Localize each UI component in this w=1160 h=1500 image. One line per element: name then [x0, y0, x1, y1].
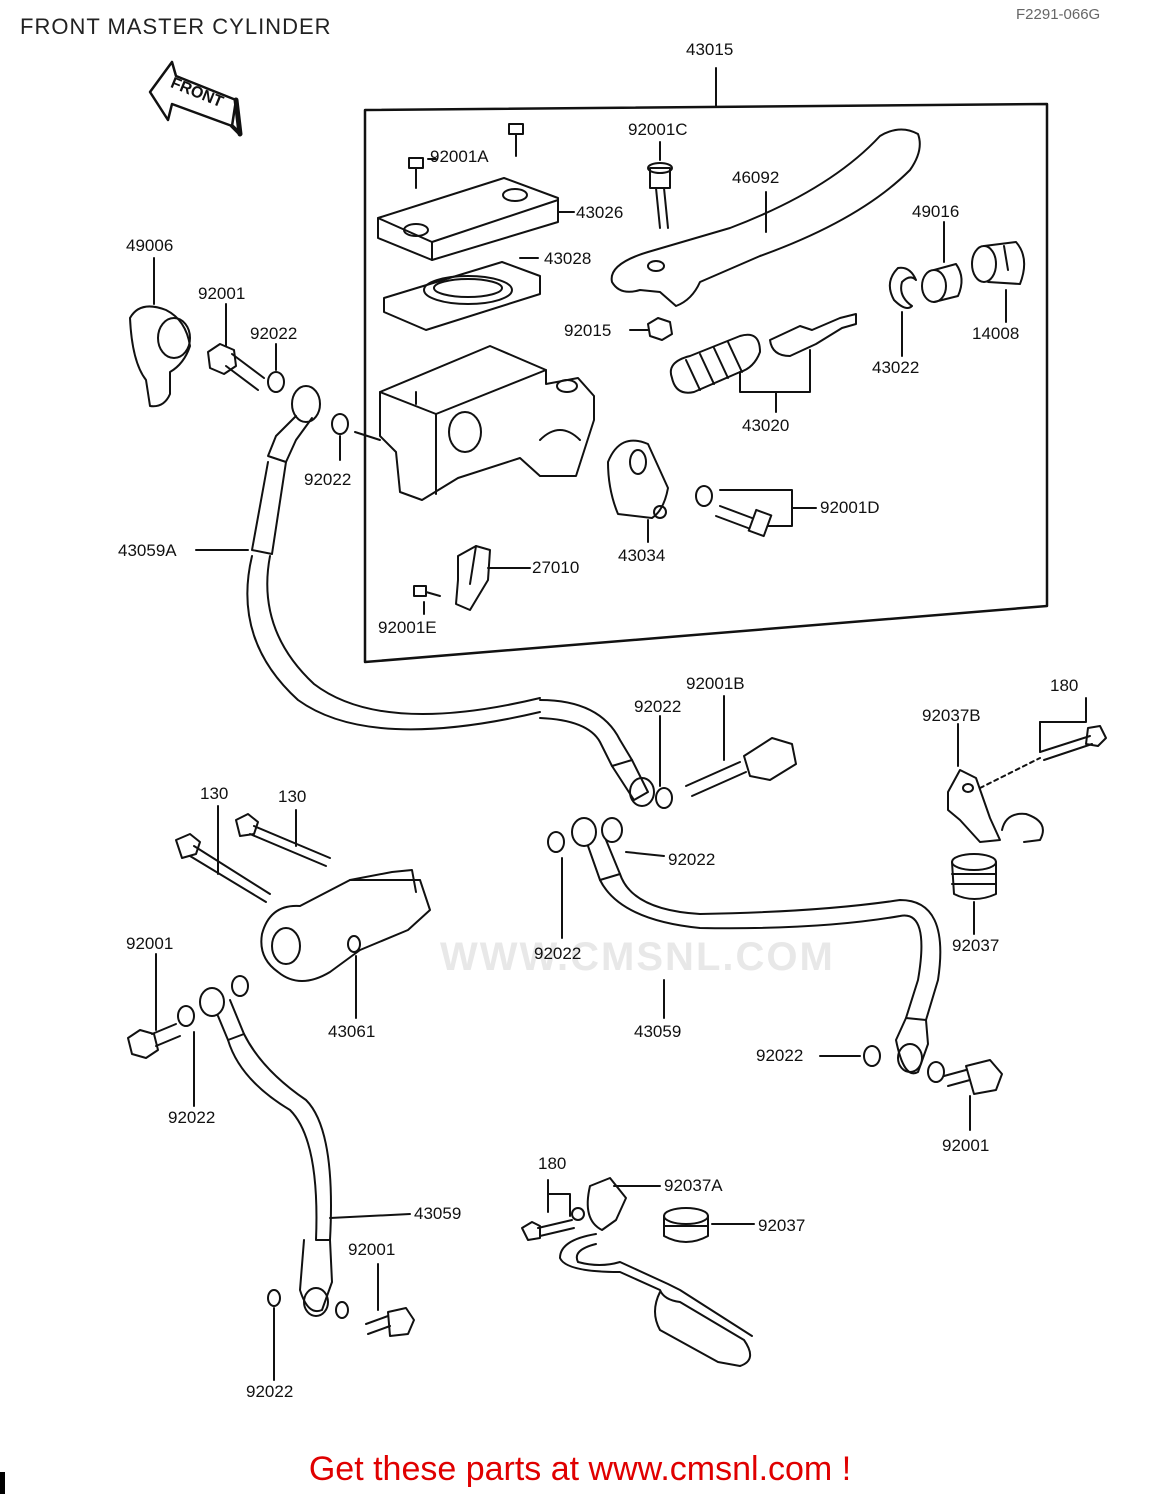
- callout-92022-e: 92022: [534, 944, 582, 963]
- callout-43015: 43015: [686, 40, 734, 59]
- assembly-box: [363, 67, 1049, 664]
- grommet-92037-b-icon: [663, 1207, 709, 1243]
- callout-49006: 49006: [126, 236, 174, 255]
- nut-92015-icon: [647, 317, 673, 341]
- callout-92001-right: 92001: [942, 1136, 990, 1155]
- callout-14008: 14008: [972, 324, 1020, 343]
- callout-92022-h: 92022: [246, 1382, 294, 1401]
- callout-180-b: 180: [538, 1154, 567, 1173]
- diagram-code: F2291-066G: [1016, 6, 1101, 23]
- clip-43022-icon: [888, 266, 917, 309]
- spring-piston-icon: [669, 313, 857, 394]
- callout-92022-b: 92022: [304, 470, 352, 489]
- banjo-bolt-bottom-icon: [365, 1307, 415, 1337]
- callout-43034: 43034: [618, 546, 666, 565]
- bolt-92001c-icon: [647, 162, 673, 229]
- master-cylinder-body-icon: [379, 345, 595, 501]
- bolt-130-a-icon: [175, 833, 271, 903]
- callout-43059-a: 43059: [634, 1022, 682, 1041]
- bolt-130-b-icon: [235, 813, 331, 867]
- callout-180-a: 180: [1050, 676, 1079, 695]
- cover-49006-icon: [129, 305, 191, 408]
- banjo-bolt-92001b-icon: [655, 737, 797, 809]
- front-arrow-icon: FRONT: [148, 60, 243, 137]
- clamp-43034-icon: [607, 439, 669, 519]
- banjo-bolt-top-icon: [207, 343, 265, 391]
- diaphragm-icon: [383, 261, 541, 331]
- washer-top-b-icon: [331, 413, 349, 435]
- callout-46092: 46092: [732, 168, 780, 187]
- washer-top-a-icon: [267, 371, 285, 393]
- hose-43059-right-icon: [547, 817, 945, 1083]
- washer-left-a-icon: [177, 1005, 195, 1027]
- cover-14008-icon: [971, 241, 1026, 285]
- banjo-bolt-right-icon: [943, 1059, 1003, 1095]
- callout-92001d: 92001D: [820, 498, 880, 517]
- callout-92001a: 92001A: [430, 147, 489, 166]
- callout-92037a: 92037A: [664, 1176, 723, 1195]
- callout-92022-c: 92022: [634, 697, 682, 716]
- callout-92001c: 92001C: [628, 120, 688, 139]
- callout-43022: 43022: [872, 358, 920, 377]
- callout-43061: 43061: [328, 1022, 376, 1041]
- callout-92037-a: 92037: [952, 936, 1000, 955]
- pivot-49016-icon: [921, 263, 963, 303]
- hose-43059a-icon: [246, 385, 655, 807]
- union-43061-icon: [260, 869, 431, 982]
- bolt-92001d-icon: [695, 485, 773, 538]
- bracket-92037a-icon: [559, 1177, 753, 1367]
- callout-49016: 49016: [912, 202, 960, 221]
- callout-92022-d: 92022: [668, 850, 716, 869]
- callout-92001-left: 92001: [126, 934, 174, 953]
- callout-43020: 43020: [742, 416, 790, 435]
- callout-43026: 43026: [576, 203, 624, 222]
- diagram-title: FRONT MASTER CYLINDER: [20, 14, 332, 39]
- callout-130-a: 130: [200, 784, 229, 803]
- callout-92037-b: 92037: [758, 1216, 806, 1235]
- callout-43028: 43028: [544, 249, 592, 268]
- callout-92022-f: 92022: [756, 1046, 804, 1065]
- callout-92001-top: 92001: [198, 284, 246, 303]
- callout-43059a: 43059A: [118, 541, 177, 560]
- washer-bottom-b-icon: [335, 1301, 349, 1319]
- hose-43059-left-icon: [199, 975, 333, 1317]
- callout-92015: 92015: [564, 321, 612, 340]
- callout-27010: 27010: [532, 558, 580, 577]
- footer-edge-mark: [0, 1472, 5, 1494]
- callout-92001b: 92001B: [686, 674, 745, 693]
- callout-92001e: 92001E: [378, 618, 437, 637]
- callout-92022-a: 92022: [250, 324, 298, 343]
- callout-130-b: 130: [278, 787, 307, 806]
- callout-92001-bottom: 92001: [348, 1240, 396, 1259]
- callout-92022-g: 92022: [168, 1108, 216, 1127]
- footer-link[interactable]: Get these parts at www.cmsnl.com !: [308, 1450, 852, 1488]
- grommet-92037-a-icon: [951, 853, 997, 900]
- screw-92001a-icon: [408, 123, 524, 189]
- washer-bottom-a-icon: [267, 1289, 281, 1307]
- brake-switch-icon: [455, 545, 491, 611]
- bracket-92037b-icon: [947, 769, 1044, 843]
- brake-lever-icon: [610, 128, 921, 307]
- screw-180-a-icon: [1039, 725, 1107, 761]
- screw-92001e-icon: [413, 585, 441, 597]
- callout-43059-b: 43059: [414, 1204, 462, 1223]
- banjo-bolt-left-icon: [127, 1023, 181, 1059]
- reservoir-cap-icon: [377, 177, 559, 261]
- watermark: WWW.CMSNL.COM: [440, 935, 835, 979]
- screw-180-b-icon: [521, 1207, 585, 1241]
- callout-92037b: 92037B: [922, 706, 981, 725]
